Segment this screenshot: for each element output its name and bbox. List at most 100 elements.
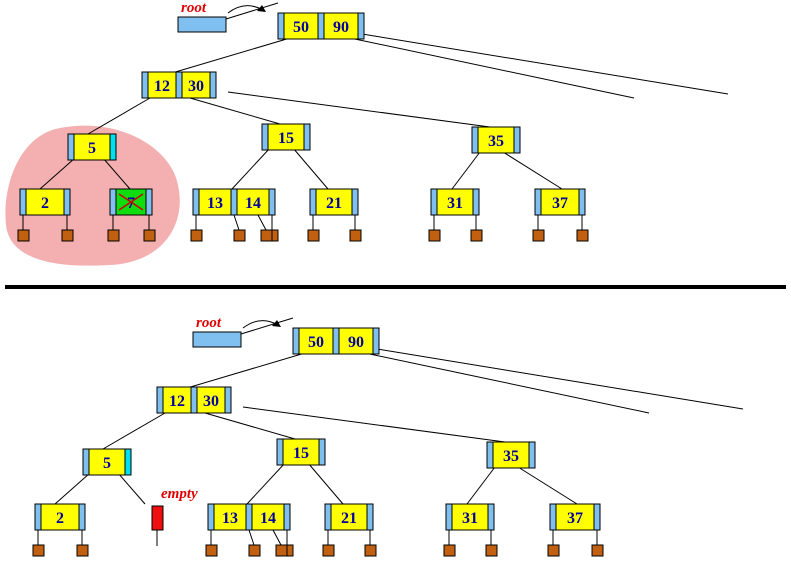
leaf-edge bbox=[272, 529, 282, 546]
leaf-node bbox=[61, 229, 74, 242]
root-label: root bbox=[196, 315, 222, 331]
tree-edge bbox=[517, 466, 578, 505]
key-cell bbox=[236, 188, 270, 216]
tree-edge bbox=[39, 157, 76, 190]
key-cell bbox=[73, 133, 111, 161]
root-node: 50 90 bbox=[292, 327, 380, 355]
key-label: 2 bbox=[56, 510, 64, 527]
level2-node: 15 bbox=[261, 123, 311, 151]
level2-node: 35 bbox=[471, 126, 521, 154]
level3-node: 31 bbox=[445, 503, 495, 531]
level3-node: 21 bbox=[309, 188, 359, 216]
key-cell bbox=[181, 71, 211, 99]
tree-edge bbox=[370, 347, 744, 410]
tree-edge bbox=[186, 352, 306, 389]
key-cell bbox=[213, 503, 247, 531]
tree-edge bbox=[117, 472, 146, 505]
key-label: 50 bbox=[293, 19, 309, 36]
leaf-node bbox=[32, 544, 45, 557]
tree-edge bbox=[307, 462, 344, 505]
key-cell bbox=[25, 188, 65, 216]
tree-edge bbox=[231, 147, 271, 190]
leaf-node bbox=[233, 229, 246, 242]
key-label: 2 bbox=[41, 195, 49, 212]
leaf-node bbox=[485, 544, 498, 557]
key-cell bbox=[330, 503, 368, 531]
key-label: 37 bbox=[552, 195, 568, 212]
leaf-node bbox=[17, 229, 30, 242]
key-label: 90 bbox=[333, 19, 349, 36]
highlight-region bbox=[5, 125, 180, 266]
leaf-node bbox=[591, 544, 604, 557]
empty-slot bbox=[124, 448, 132, 476]
key-label: 31 bbox=[462, 510, 478, 527]
tree-edge bbox=[102, 412, 166, 450]
tree-edge bbox=[54, 472, 91, 505]
key-cell bbox=[323, 12, 359, 40]
key-label: 12 bbox=[169, 393, 185, 410]
level2-node: 5 bbox=[67, 133, 117, 161]
key-cell bbox=[477, 126, 515, 154]
key-cell bbox=[315, 188, 353, 216]
level2-node: 35 bbox=[486, 441, 536, 469]
key-cell bbox=[115, 188, 147, 216]
leaf-node bbox=[364, 544, 377, 557]
key-cell bbox=[555, 503, 595, 531]
leaf-edge bbox=[233, 214, 240, 231]
leaf-node bbox=[443, 544, 456, 557]
level3-node: 37 bbox=[534, 188, 586, 216]
key-label: 90 bbox=[348, 334, 364, 351]
leaf-node bbox=[576, 229, 589, 242]
key-label: 50 bbox=[308, 334, 324, 351]
key-label: 21 bbox=[341, 510, 357, 527]
key-label: 13 bbox=[222, 510, 238, 527]
tree-edge bbox=[87, 97, 151, 135]
key-cell bbox=[40, 503, 80, 531]
key-label: 7 bbox=[127, 195, 135, 212]
tree-edge bbox=[246, 462, 286, 505]
key-cell bbox=[540, 188, 580, 216]
tree-edge bbox=[171, 37, 291, 74]
key-label: 21 bbox=[326, 195, 342, 212]
level3-node: 37 bbox=[549, 503, 601, 531]
key-label: 5 bbox=[103, 455, 111, 472]
leaf-edge bbox=[248, 529, 255, 546]
level3-node: 21 bbox=[324, 503, 374, 531]
tree-edge bbox=[204, 412, 296, 440]
tree-edge bbox=[292, 147, 329, 190]
root-label: root bbox=[181, 0, 207, 16]
panel-separator bbox=[5, 285, 786, 289]
tree-edge bbox=[189, 97, 281, 125]
leaf-node bbox=[307, 229, 320, 242]
leaf-node bbox=[532, 229, 545, 242]
key-cell bbox=[162, 386, 192, 414]
key-cell bbox=[338, 327, 374, 355]
leaf-node bbox=[107, 229, 120, 242]
leaf-node bbox=[260, 229, 273, 242]
tree-edge bbox=[227, 91, 491, 128]
key-label: 12 bbox=[154, 78, 170, 95]
key-label: 5 bbox=[88, 140, 96, 157]
leaf-node bbox=[190, 229, 203, 242]
strike-mark bbox=[118, 193, 144, 211]
leaf-node bbox=[349, 229, 362, 242]
leaf-node bbox=[76, 544, 89, 557]
key-label: 31 bbox=[447, 195, 463, 212]
leaf-node bbox=[547, 544, 560, 557]
leaf-node bbox=[205, 544, 218, 557]
empty-node bbox=[151, 505, 164, 531]
key-label: 14 bbox=[260, 510, 276, 527]
key-cell bbox=[298, 327, 334, 355]
level3-node: 13 14 bbox=[207, 503, 291, 531]
level2-node: 15 bbox=[276, 438, 326, 466]
key-cell bbox=[147, 71, 177, 99]
key-cell bbox=[451, 503, 489, 531]
empty-slot bbox=[109, 133, 117, 161]
key-label: 15 bbox=[278, 130, 294, 147]
key-cell bbox=[267, 123, 305, 151]
root-node: 50 90 bbox=[277, 12, 365, 40]
key-label: 37 bbox=[567, 510, 583, 527]
key-label: 15 bbox=[293, 445, 309, 462]
